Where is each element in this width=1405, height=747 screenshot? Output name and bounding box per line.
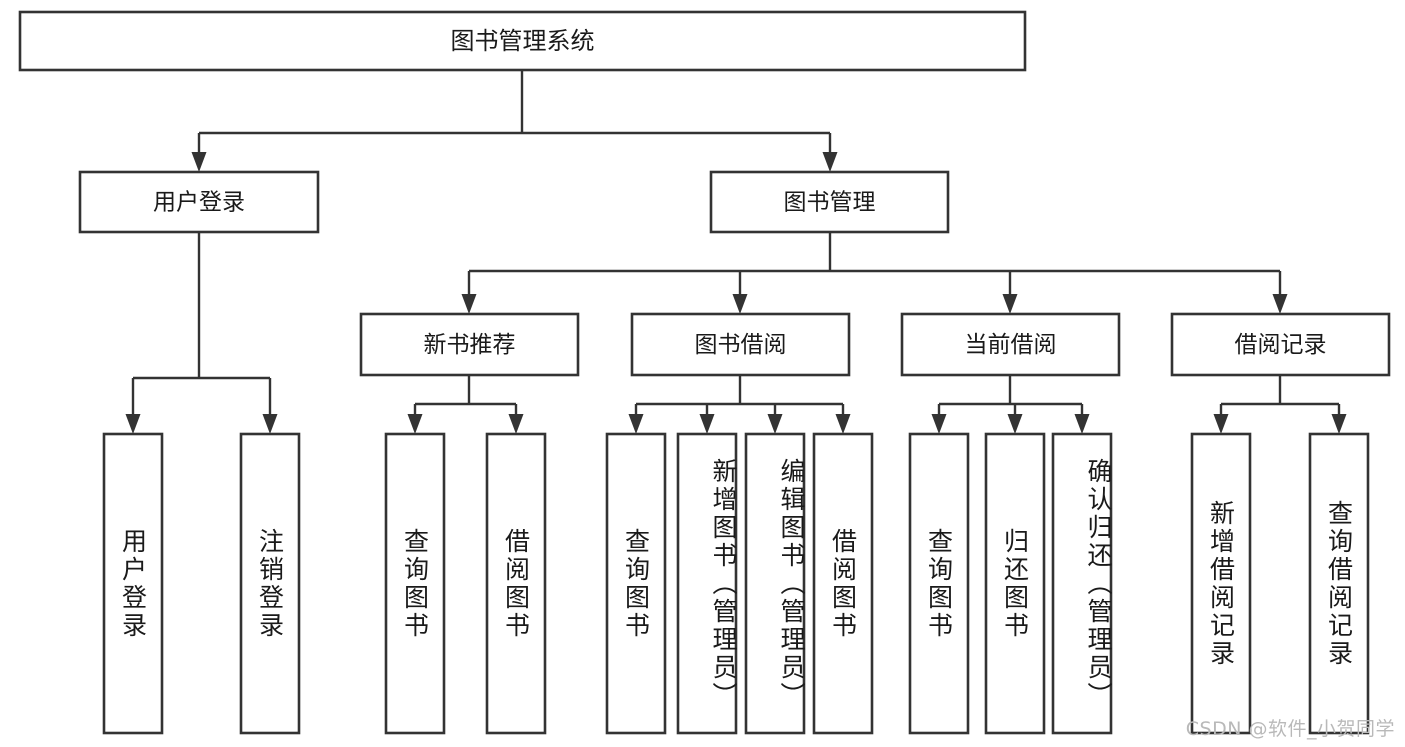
leaf-leaf-edit-book-admin-rect[interactable] [744, 432, 806, 735]
node-user-login-rect[interactable] [78, 170, 320, 234]
node-borrow-record-rect[interactable] [1170, 312, 1391, 377]
arrow-head-icon [1074, 414, 1090, 434]
node-book-borrow-rect[interactable] [630, 312, 851, 377]
leaf-leaf-confirm-return-admin-rect[interactable] [1051, 432, 1113, 735]
arrow-head-icon [1331, 414, 1347, 434]
node-book-management-rect[interactable] [709, 170, 950, 234]
arrow-head-icon [191, 152, 207, 172]
arrow-head-icon [262, 414, 278, 434]
leaf-leaf-user-login-rect[interactable] [102, 432, 164, 735]
node-user-login[interactable] [78, 170, 320, 234]
arrow-head-icon [1007, 414, 1023, 434]
leaf-leaf-return-book[interactable] [984, 432, 1046, 735]
node-new-book-recommend-label: 新书推荐 [424, 332, 516, 358]
arrow-head-icon [822, 152, 838, 172]
arrow-head-icon [931, 414, 947, 434]
connector-group-currentborrow_to_leaves [931, 375, 1090, 434]
node-book-borrow-label: 图书借阅 [695, 332, 787, 358]
connector-group-bookmgmt_to_level3 [461, 232, 1288, 314]
node-book-management-label: 图书管理 [784, 190, 876, 216]
arrow-head-icon [461, 294, 477, 314]
leaf-leaf-query-book-2-rect[interactable] [605, 432, 667, 735]
node-new-book-recommend-rect[interactable] [359, 312, 580, 377]
node-root-图书管理系统-label: 图书管理系统 [451, 27, 595, 55]
node-current-borrow-label: 当前借阅 [965, 332, 1057, 358]
connector-group-borrowrecord_to_leaves [1213, 375, 1347, 434]
leaf-leaf-add-book-admin-rect[interactable] [676, 432, 738, 735]
arrow-head-icon [732, 294, 748, 314]
node-current-borrow[interactable] [900, 312, 1121, 377]
connector-group-root_to_level2 [191, 70, 838, 172]
boxes-layer [18, 10, 1391, 735]
leaf-leaf-confirm-return-admin[interactable] [1051, 432, 1113, 735]
arrow-head-icon [125, 414, 141, 434]
leaf-leaf-query-book-1[interactable] [384, 432, 446, 735]
leaf-leaf-logout-login[interactable] [239, 432, 301, 735]
leaf-leaf-borrow-book-1-rect[interactable] [485, 432, 547, 735]
arrow-head-icon [1002, 294, 1018, 314]
leaf-leaf-add-borrow-record-rect[interactable] [1190, 432, 1252, 735]
connector-group-userlogin_to_leaves [125, 232, 278, 434]
arrow-head-icon [508, 414, 524, 434]
leaf-leaf-logout-login-rect[interactable] [239, 432, 301, 735]
leaf-leaf-query-book-3-rect[interactable] [908, 432, 970, 735]
leaf-leaf-user-login[interactable] [102, 432, 164, 735]
arrow-head-icon [699, 414, 715, 434]
node-user-login-label: 用户登录 [153, 190, 245, 216]
node-root-图书管理系统-rect[interactable] [18, 10, 1027, 72]
arrow-head-icon [628, 414, 644, 434]
leaf-leaf-query-book-2[interactable] [605, 432, 667, 735]
node-book-management[interactable] [709, 170, 950, 234]
node-borrow-record[interactable] [1170, 312, 1391, 377]
arrow-head-icon [1272, 294, 1288, 314]
leaf-leaf-borrow-book-2[interactable] [812, 432, 874, 735]
node-root-图书管理系统[interactable] [18, 10, 1027, 72]
connector-group-bookborrow_to_leaves [628, 375, 851, 434]
node-current-borrow-rect[interactable] [900, 312, 1121, 377]
arrow-head-icon [835, 414, 851, 434]
arrow-head-icon [767, 414, 783, 434]
leaf-leaf-query-borrow-record-rect[interactable] [1308, 432, 1370, 735]
leaf-leaf-borrow-book-1[interactable] [485, 432, 547, 735]
leaf-leaf-add-book-admin[interactable] [676, 432, 738, 735]
connector-group-newbook_to_leaves [407, 375, 524, 434]
leaf-leaf-add-borrow-record[interactable] [1190, 432, 1252, 735]
arrow-head-icon [407, 414, 423, 434]
leaf-leaf-query-book-1-rect[interactable] [384, 432, 446, 735]
node-borrow-record-label: 借阅记录 [1235, 332, 1327, 358]
leaf-leaf-borrow-book-2-rect[interactable] [812, 432, 874, 735]
leaf-leaf-edit-book-admin[interactable] [744, 432, 806, 735]
watermark-text: CSDN @软件_小贺同学 [1185, 718, 1395, 740]
connectors-layer [125, 70, 1347, 434]
node-book-borrow[interactable] [630, 312, 851, 377]
leaf-leaf-return-book-rect[interactable] [984, 432, 1046, 735]
arrow-head-icon [1213, 414, 1229, 434]
leaf-leaf-query-book-3[interactable] [908, 432, 970, 735]
leaf-leaf-query-borrow-record[interactable] [1308, 432, 1370, 735]
node-new-book-recommend[interactable] [359, 312, 580, 377]
